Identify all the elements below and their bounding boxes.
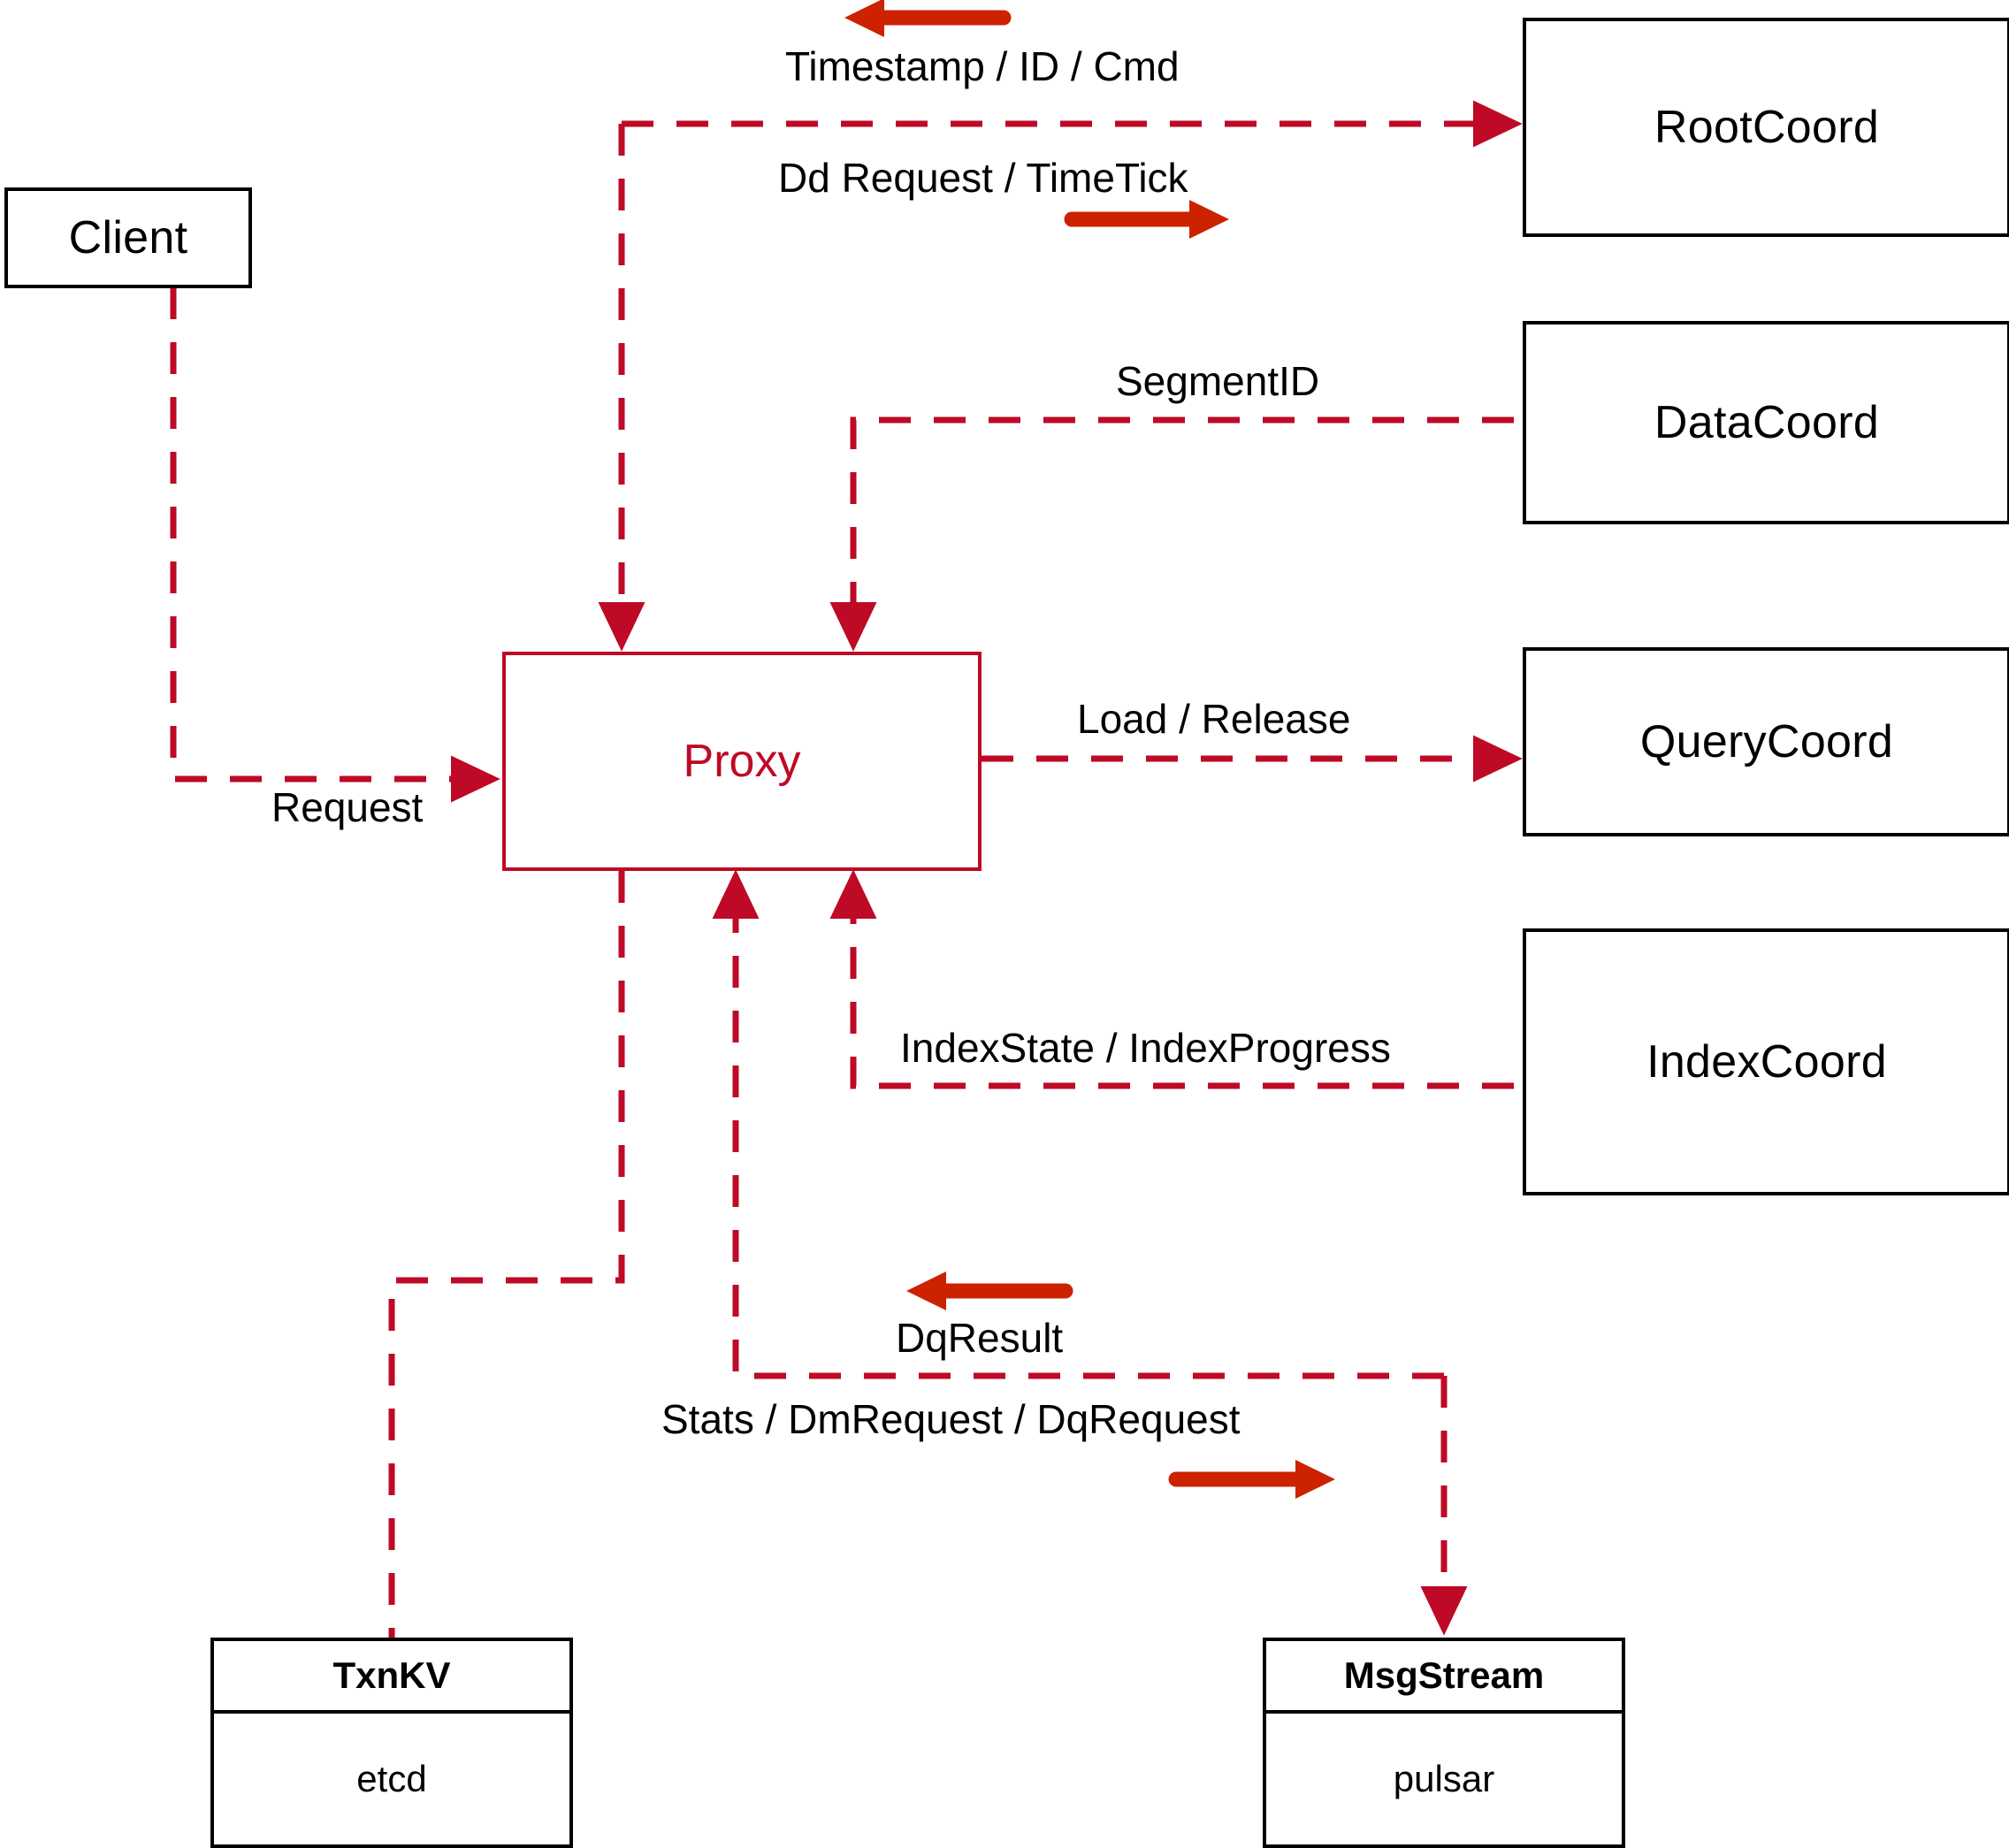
store-txnkv-header: TxnKV (214, 1641, 569, 1714)
store-msgstream-body: pulsar (1266, 1714, 1622, 1844)
direction-arrow-ddrequest-rightward (1064, 200, 1229, 239)
store-txnkv-header-label: TxnKV (332, 1654, 451, 1696)
edge-label-load-release: Load / Release (1077, 696, 1351, 742)
node-querycoord-label: QueryCoord (1639, 716, 1894, 767)
direction-arrow-timestamp-leftward (844, 0, 1012, 37)
node-client[interactable]: Client (4, 187, 252, 288)
store-msgstream[interactable]: MsgStream pulsar (1263, 1638, 1625, 1848)
edge-label-indexstate-progress: IndexState / IndexProgress (900, 1025, 1391, 1071)
node-rootcoord[interactable]: RootCoord (1523, 18, 2009, 237)
edge-proxy-to-txnkv (388, 871, 625, 1638)
node-proxy[interactable]: Proxy (502, 652, 982, 871)
edge-client-to-proxy (170, 287, 500, 803)
edge-label-request: Request (271, 784, 424, 830)
edge-label-dqresult: DqResult (896, 1315, 1064, 1361)
store-msgstream-header: MsgStream (1266, 1641, 1622, 1714)
node-indexcoord[interactable]: IndexCoord (1523, 928, 2009, 1195)
store-msgstream-header-label: MsgStream (1343, 1654, 1545, 1696)
edge-msgstream-to-proxy (712, 869, 1444, 1379)
direction-arrow-dqresult-leftward (906, 1271, 1073, 1310)
edge-label-stats-dm-dq: Stats / DmRequest / DqRequest (661, 1396, 1241, 1442)
node-rootcoord-label: RootCoord (1654, 102, 1880, 153)
edge-indexcoord-to-proxy (829, 869, 1514, 1089)
edge-label-dd-request-timetick: Dd Request / TimeTick (778, 155, 1188, 201)
store-txnkv-body-label: etcd (356, 1758, 427, 1799)
node-querycoord[interactable]: QueryCoord (1523, 647, 2009, 836)
node-indexcoord-label: IndexCoord (1646, 1036, 1887, 1088)
store-txnkv[interactable]: TxnKV etcd (210, 1638, 573, 1848)
node-datacoord-label: DataCoord (1654, 397, 1880, 448)
store-txnkv-body: etcd (214, 1714, 569, 1844)
node-proxy-label: Proxy (683, 736, 801, 787)
edge-label-segmentid: SegmentID (1116, 358, 1320, 404)
edge-datacoord-to-proxy (829, 416, 1514, 652)
node-client-label: Client (68, 212, 188, 263)
direction-arrow-stats-rightward (1168, 1460, 1335, 1499)
edge-label-timestamp-id-cmd: Timestamp / ID / Cmd (785, 43, 1180, 89)
node-datacoord[interactable]: DataCoord (1523, 321, 2009, 524)
store-msgstream-body-label: pulsar (1393, 1758, 1495, 1799)
